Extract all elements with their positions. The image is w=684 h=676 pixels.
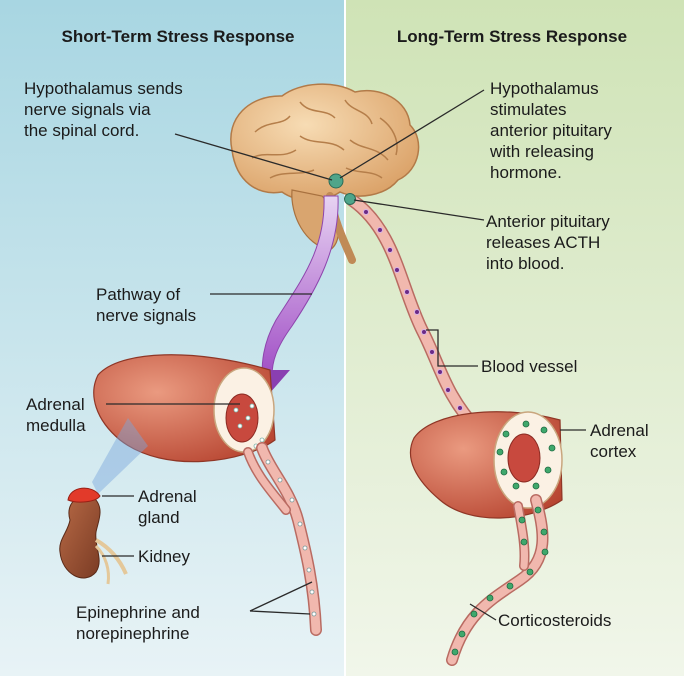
label-blood-vessel: Blood vessel xyxy=(481,357,577,376)
short-term-title: Short-Term Stress Response xyxy=(61,27,294,46)
label-kidney: Kidney xyxy=(138,547,190,566)
long-term-title: Long-Term Stress Response xyxy=(397,27,627,46)
anterior-pituitary xyxy=(345,194,356,205)
hypothalamus xyxy=(329,174,343,188)
label-corticosteroids: Corticosteroids xyxy=(498,611,611,630)
